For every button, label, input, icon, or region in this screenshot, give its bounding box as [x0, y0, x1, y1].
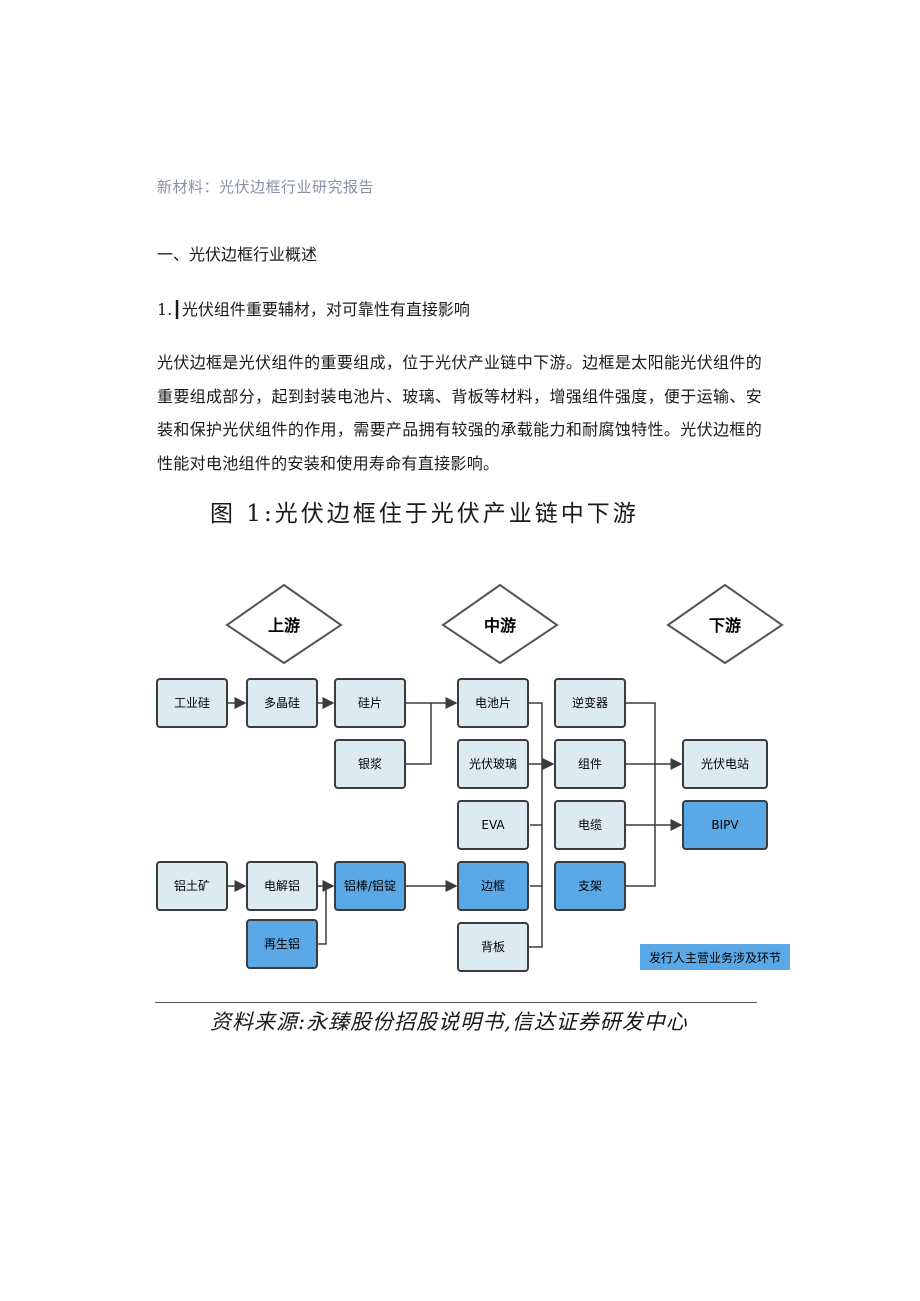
node-wafer-label: 硅片 [358, 696, 382, 710]
stage-downstream-label: 下游 [709, 616, 741, 635]
node-bipv-label: BIPV [711, 818, 739, 832]
figure-title: 图 1:光伏边框住于光伏产业链中下游 [210, 501, 639, 527]
node-module-label: 组件 [578, 757, 602, 771]
connectors [227, 697, 683, 948]
node-eva-label: EVA [481, 818, 505, 832]
node-frame-label: 边框 [481, 879, 505, 893]
node-module: 组件 [554, 739, 626, 789]
node-polysilicon: 多晶硅 [246, 678, 318, 728]
node-bracket: 支架 [554, 861, 626, 911]
node-industrial-silicon-label: 工业硅 [174, 696, 210, 710]
node-pv-glass: 光伏玻璃 [457, 739, 529, 789]
stage-upstream: 上游 [225, 583, 343, 665]
node-pv-plant: 光伏电站 [682, 739, 768, 789]
node-eva: EVA [457, 800, 529, 850]
node-cell-label: 电池片 [475, 696, 511, 710]
node-polysilicon-label: 多晶硅 [264, 696, 300, 710]
node-cable-label: 电缆 [578, 818, 602, 832]
node-cell: 电池片 [457, 678, 529, 728]
running-header: 新材料：光伏边框行业研究报告 [157, 178, 375, 196]
node-inverter: 逆变器 [554, 678, 626, 728]
node-inverter-label: 逆变器 [572, 695, 608, 710]
node-pv-glass-label: 光伏玻璃 [469, 757, 517, 771]
figure-divider [155, 1002, 757, 1003]
body-paragraph: 光伏边框是光伏组件的重要组成，位于光伏产业链中下游。边框是太阳能光伏组件的重要组… [157, 353, 762, 473]
node-frame: 边框 [457, 861, 529, 911]
node-industrial-silicon: 工业硅 [156, 678, 228, 728]
node-recycled-al: 再生铝 [246, 919, 318, 969]
node-electrolytic-al-label: 电解铝 [264, 878, 300, 893]
stage-midstream: 中游 [441, 583, 559, 665]
node-cable: 电缆 [554, 800, 626, 850]
node-silver-paste: 银浆 [334, 739, 406, 789]
node-backsheet-label: 背板 [481, 940, 505, 954]
legend-label: 发行人主营业务涉及环节 [649, 950, 781, 965]
subsection-heading: 1.┃光伏组件重要辅材，对可靠性有直接影响 [157, 300, 470, 319]
node-pv-plant-label: 光伏电站 [701, 757, 749, 771]
node-backsheet: 背板 [457, 922, 529, 972]
figure-source: 资料来源:永臻股份招股说明书,信达证券研发中心 [210, 1010, 688, 1034]
node-recycled-al-label: 再生铝 [264, 936, 300, 951]
stage-downstream: 下游 [666, 583, 784, 665]
node-al-rod-ingot-label: 铝棒/铝锭 [344, 878, 396, 893]
stage-midstream-label: 中游 [484, 616, 516, 635]
stage-upstream-label: 上游 [268, 616, 300, 635]
node-bipv: BIPV [682, 800, 768, 850]
node-bauxite-label: 铝土矿 [174, 878, 210, 893]
node-bauxite: 铝土矿 [156, 861, 228, 911]
node-bracket-label: 支架 [578, 879, 602, 893]
node-al-rod-ingot: 铝棒/铝锭 [334, 861, 406, 911]
node-wafer: 硅片 [334, 678, 406, 728]
node-electrolytic-al: 电解铝 [246, 861, 318, 911]
node-silver-paste-label: 银浆 [358, 756, 382, 771]
legend-highlight: 发行人主营业务涉及环节 [640, 944, 790, 970]
industry-chain-diagram: 上游 中游 下游 工业硅 多晶硅 [156, 583, 790, 972]
section-heading: 一、光伏边框行业概述 [157, 245, 318, 264]
